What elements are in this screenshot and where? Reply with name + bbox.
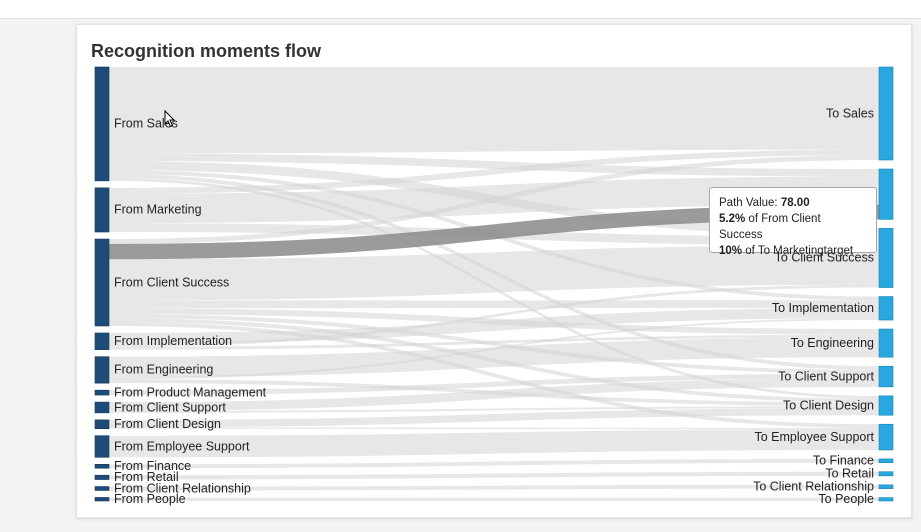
source-node-from-finance[interactable] (94, 463, 110, 469)
target-node-to-sales[interactable] (878, 66, 894, 161)
target-label-to-implementation: To Implementation (772, 301, 874, 315)
sankey-link-from-client-success-to-to-implementation[interactable] (109, 300, 879, 309)
target-node-to-finance[interactable] (878, 458, 894, 464)
sankey-link-from-employee-support-to-to-employee-support[interactable] (109, 429, 879, 458)
sankey-link-from-client-success-to-to-employee-support[interactable] (109, 322, 879, 428)
sankey-link-from-client-support-to-to-client-support[interactable] (109, 378, 879, 411)
chart-title: Recognition moments flow (91, 41, 322, 61)
source-label-from-people: From People (114, 492, 186, 506)
sankey-link-from-client-design-to-to-client-design[interactable] (109, 408, 879, 428)
target-node-to-client-success[interactable] (878, 228, 894, 288)
sankey-link-from-client-design-to-to-employee-support[interactable] (109, 427, 879, 430)
target-node-to-implementation[interactable] (878, 296, 894, 321)
sankey-link-from-implementation-to-to-implementation[interactable] (109, 307, 879, 344)
source-node-from-sales[interactable] (94, 66, 110, 182)
path-tooltip: Path Value: 78.00 5.2% of From Client Su… (709, 187, 877, 257)
source-node-from-people[interactable] (94, 497, 110, 502)
tooltip-path-label: Path Value: (719, 197, 778, 209)
sankey-link-from-sales-to-to-sales[interactable] (109, 67, 879, 154)
target-node-to-retail[interactable] (878, 471, 894, 477)
target-label-to-client-support: To Client Support (778, 369, 874, 383)
sankey-link-from-marketing-to-to-sales[interactable] (109, 149, 879, 194)
sankey-link-from-sales-to-to-marketing[interactable] (109, 153, 879, 177)
tooltip-target-row: 10% of To Marketingtarget (719, 243, 867, 259)
top-bar (0, 0, 921, 19)
sankey-links (109, 67, 879, 501)
tooltip-target-pct: 10% (719, 245, 743, 257)
source-label-from-client-support: From Client Support (114, 400, 226, 414)
sankey-link-from-retail-to-to-retail[interactable] (109, 471, 879, 480)
target-node-to-marketing[interactable] (878, 168, 894, 220)
source-node-from-product-management[interactable] (94, 389, 110, 396)
tooltip-source-pct: 5.2% (719, 213, 746, 225)
tooltip-source-row: 5.2% of From Client Success (719, 211, 867, 243)
sankey-link-from-client-success-to-to-client-success[interactable] (109, 245, 879, 301)
target-label-to-employee-support: To Employee Support (754, 430, 874, 444)
source-node-from-employee-support[interactable] (94, 435, 110, 458)
source-node-from-client-success[interactable] (94, 238, 110, 327)
tooltip-target-text: of To Marketingtarget (745, 245, 854, 257)
source-label-from-marketing: From Marketing (114, 203, 202, 217)
target-label-to-finance: To Finance (813, 454, 874, 468)
source-node-from-engineering[interactable] (94, 356, 110, 384)
source-label-from-sales: From Sales (114, 117, 178, 131)
target-node-to-client-relationship[interactable] (878, 484, 894, 489)
source-node-from-retail[interactable] (94, 474, 110, 480)
source-node-from-marketing[interactable] (94, 187, 110, 233)
target-label-to-sales: To Sales (826, 106, 874, 120)
source-label-from-retail: From Retail (114, 470, 179, 484)
source-label-from-client-relationship: From Client Relationship (114, 481, 251, 495)
source-label-from-client-design: From Client Design (114, 417, 221, 431)
source-label-from-client-success: From Client Success (114, 275, 229, 289)
target-label-to-client-relationship: To Client Relationship (753, 480, 874, 494)
target-node-to-client-support[interactable] (878, 365, 894, 388)
sankey-link-from-product-management-to-to-client-support[interactable] (109, 373, 879, 396)
target-label-to-client-success: To Client Success (775, 251, 874, 265)
source-node-from-client-design[interactable] (94, 419, 110, 430)
sankey-link-from-client-support-to-to-client-design[interactable] (109, 406, 879, 413)
target-label-to-engineering: To Engineering (791, 336, 874, 350)
sankey-link-from-client-success-to-to-marketing[interactable] (109, 204, 879, 260)
source-node-from-implementation[interactable] (94, 332, 110, 350)
tooltip-path-value: 78.00 (780, 197, 810, 209)
source-label-from-employee-support: From Employee Support (114, 439, 250, 453)
target-label-to-client-design: To Client Design (783, 398, 874, 412)
target-node-to-employee-support[interactable] (878, 423, 894, 451)
sankey-link-from-implementation-to-to-client-success[interactable] (109, 284, 879, 347)
source-label-from-finance: From Finance (114, 459, 191, 473)
source-node-from-client-support[interactable] (94, 401, 110, 414)
tooltip-path-row: Path Value: 78.00 (719, 195, 867, 211)
target-node-to-engineering[interactable] (878, 328, 894, 358)
sankey-link-from-people-to-to-people[interactable] (109, 497, 879, 501)
target-label-to-people: To People (818, 492, 874, 506)
target-node-to-client-design[interactable] (878, 395, 894, 416)
source-label-from-product-management: From Product Management (114, 385, 267, 399)
source-label-from-implementation: From Implementation (114, 334, 232, 348)
mouse-cursor-icon (164, 110, 176, 128)
target-label-to-retail: To Retail (825, 467, 874, 481)
source-label-from-engineering: From Engineering (114, 363, 213, 377)
source-node-from-client-relationship[interactable] (94, 486, 110, 491)
sankey-link-from-engineering-to-to-engineering[interactable] (109, 337, 879, 378)
target-node-to-people[interactable] (878, 497, 894, 502)
sankey-link-from-client-success-to-to-sales[interactable] (109, 155, 879, 244)
sankey-link-from-client-relationship-to-to-client-relationship[interactable] (109, 484, 879, 491)
sankey-link-from-client-success-to-to-client-support[interactable] (109, 314, 879, 374)
sankey-link-from-finance-to-to-finance[interactable] (109, 458, 879, 469)
tooltip-source-text: of From Client Success (719, 213, 821, 241)
sankey-link-from-implementation-to-to-engineering[interactable] (109, 334, 879, 350)
sankey-link-from-engineering-to-to-implementation[interactable] (109, 318, 879, 380)
